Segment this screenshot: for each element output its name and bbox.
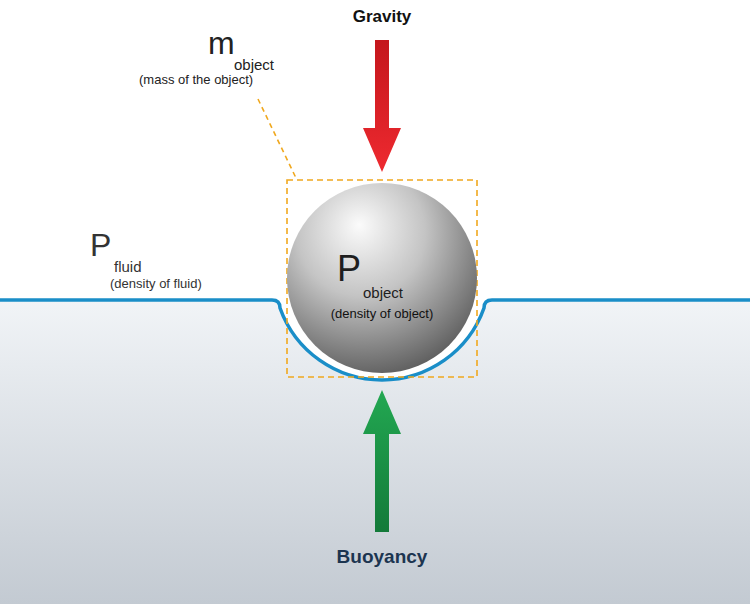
buoyancy-arrow [363, 390, 401, 532]
density-note: (density of fluid) [110, 277, 202, 291]
leader-line [258, 99, 296, 178]
density-symbol: P [90, 228, 111, 263]
mass-symbol: m [208, 26, 235, 61]
symbol-subscript: object [363, 285, 403, 302]
object-sphere: Pobject (density of object) [287, 183, 477, 373]
sphere-body [287, 183, 477, 373]
gravity-arrow [363, 40, 401, 172]
force-label: Gravity [353, 8, 412, 27]
mass-note: (mass of the object) [139, 73, 253, 87]
object-bounds [287, 180, 477, 377]
density-note: (density of object) [331, 307, 434, 321]
sphere-outline [287, 183, 477, 373]
symbol-subscript: fluid [114, 259, 142, 276]
symbol-subscript: object [234, 57, 274, 74]
density-symbol: P [337, 249, 361, 289]
force-label: Buoyancy [337, 547, 428, 568]
